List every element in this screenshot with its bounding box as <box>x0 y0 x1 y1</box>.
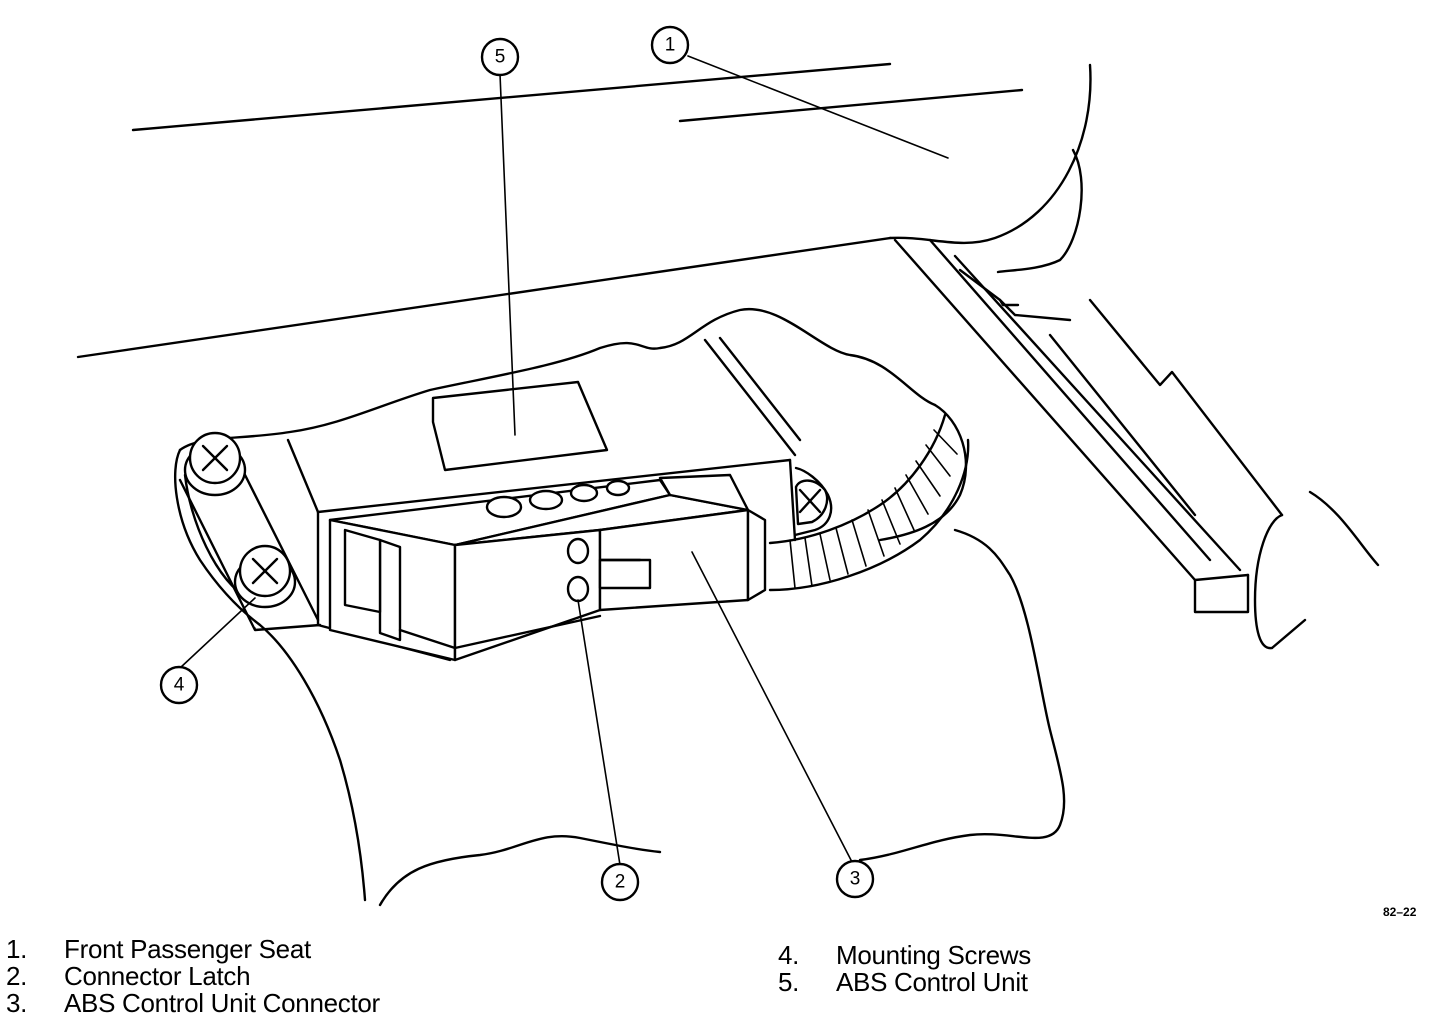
legend-number: 4. <box>778 940 800 970</box>
legend-label: Connector Latch <box>64 961 251 991</box>
svg-text:2: 2 <box>615 872 626 893</box>
legend-item: 3. ABS Control Unit Connector <box>6 990 380 1017</box>
figure-code: 82–22 <box>1383 905 1417 919</box>
legend-item: 4. Mounting Screws <box>778 942 1031 969</box>
mounting-screw-icon <box>233 544 297 609</box>
svg-text:5: 5 <box>495 47 506 68</box>
mounting-screw-icon <box>794 479 829 526</box>
mounting-screw-icon <box>183 431 247 497</box>
callout-3: 3 <box>835 859 875 899</box>
legend-right: 4. Mounting Screws 5. ABS Control Unit <box>778 942 1031 996</box>
floor-carpet <box>174 307 1066 907</box>
legend-label: Mounting Screws <box>836 940 1031 970</box>
legend-number: 2. <box>6 961 28 991</box>
legend-number: 1. <box>6 934 28 964</box>
legend-number: 5. <box>778 967 800 997</box>
abs-unit-label-plate <box>431 380 609 472</box>
svg-text:3: 3 <box>850 869 861 890</box>
callout-2: 2 <box>600 862 640 902</box>
abs-control-unit-diagram: 1 5 4 2 3 82–22 <box>76 25 1417 919</box>
legend-number: 3. <box>6 988 28 1018</box>
svg-text:1: 1 <box>665 35 676 56</box>
legend-label: Front Passenger Seat <box>64 934 311 964</box>
callout-4: 4 <box>159 665 199 705</box>
legend-label: ABS Control Unit Connector <box>64 988 380 1018</box>
svg-text:4: 4 <box>174 675 185 696</box>
callout-5: 5 <box>480 37 520 77</box>
legend-item: 5. ABS Control Unit <box>778 969 1031 996</box>
legend-left: 1. Front Passenger Seat 2. Connector Lat… <box>6 936 380 1017</box>
mounting-screws <box>183 431 829 609</box>
abs-control-unit <box>286 336 802 662</box>
legend-label: ABS Control Unit <box>836 967 1028 997</box>
wiring-harness <box>768 413 970 592</box>
callout-1: 1 <box>650 25 690 65</box>
leader-lines <box>179 55 949 866</box>
legend-item: 2. Connector Latch <box>6 963 380 990</box>
legend-item: 1. Front Passenger Seat <box>6 936 380 963</box>
abs-control-unit-connector <box>328 473 767 662</box>
seat-rail <box>893 238 1380 650</box>
front-passenger-seat <box>76 62 1092 359</box>
